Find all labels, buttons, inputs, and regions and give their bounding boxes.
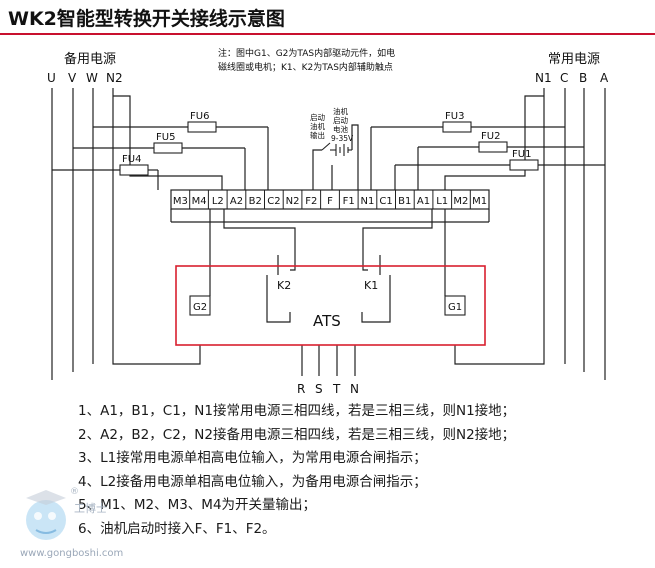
fuse-label-fu3: FU3 (445, 111, 464, 122)
terminal-b2: B2 (249, 196, 262, 207)
note-line-1: 注：图中G1、G2为TAS内部驱动元件，如电 (218, 47, 395, 59)
fuse-fu2 (478, 141, 508, 153)
line-label-v: V (68, 71, 77, 85)
terminal-m2: M2 (453, 196, 468, 207)
note-item-2: 2、A2，B2，C2，N2接备用电源三相四线，若是三相三线，则N2接地； (78, 426, 516, 443)
note-item-1: 1、A1，B1，C1，N1接常用电源三相四线，若是三相三线，则N1接地； (78, 403, 516, 419)
battery-note-4: 9-35V (331, 134, 354, 143)
note-item-4: 4、L2接备用电源单相高电位输入，为备用电源合闸指示； (78, 473, 427, 490)
k2-label: K2 (277, 279, 291, 292)
line-label-w: W (86, 71, 98, 85)
battery-note-3: 电池 (333, 124, 348, 134)
line-label-c: C (560, 71, 568, 85)
k1-label: K1 (364, 279, 378, 292)
generator-switch-icon (321, 142, 331, 151)
terminal-a2: A2 (230, 196, 243, 207)
generator-note-2: 油机 (310, 121, 325, 131)
watermark-text: 工博士 (74, 502, 107, 515)
ats-box (175, 265, 486, 346)
line-label-n2: N2 (106, 71, 123, 85)
fuse-label-fu4: FU4 (122, 154, 141, 165)
left-source-label: 备用电源 (64, 51, 116, 67)
wiring-diagram: 备用电源 常用电源 U V W N2 N1 C B A 注：图中G1、G2为TA… (47, 47, 609, 396)
terminal-m4: M4 (192, 196, 207, 207)
note-item-5: 5、M1、M2、M3、M4为开关量输出； (78, 497, 317, 514)
ats-label: ATS (313, 312, 341, 330)
terminal-c1: C1 (379, 196, 392, 207)
watermark-logo-icon: ® 工博士 (26, 487, 107, 540)
output-label-n: N (350, 382, 359, 396)
output-label-t: T (332, 382, 341, 396)
note-line-2: 磁线圈或电机；K1、K2为TAS内部辅助触点 (218, 61, 393, 73)
watermark-url: www.gongboshi.com (20, 548, 124, 559)
fuse-label-fu1: FU1 (512, 149, 531, 160)
terminal-f2: F2 (305, 196, 317, 207)
line-label-b: B (579, 71, 587, 85)
terminal-n1: N1 (360, 196, 374, 207)
fuse-label-fu6: FU6 (190, 111, 209, 122)
title-underline (0, 33, 655, 35)
watermark-mark: ® (70, 487, 79, 497)
note-item-6: 6、油机启动时接入F、F1、F2。 (78, 520, 276, 537)
output-label-s: S (315, 382, 323, 396)
generator-note-3: 输出 (310, 130, 325, 140)
terminal-c2: C2 (267, 196, 280, 207)
battery-note-2: 启动 (333, 115, 348, 125)
fuse-label-fu2: FU2 (481, 131, 500, 142)
line-label-n1: N1 (535, 71, 552, 85)
g1-box (444, 295, 466, 316)
fuse-fu4 (119, 164, 149, 176)
fuse-fu3 (442, 121, 472, 133)
g2-label: G2 (193, 302, 207, 313)
fuse-fu1 (509, 159, 539, 171)
terminal-a1: A1 (417, 196, 430, 207)
notes-list: 1、A1，B1，C1，N1接常用电源三相四线，若是三相三线，则N1接地； 2、A… (78, 400, 648, 542)
battery-note-1: 油机 (333, 106, 348, 116)
fuse-fu6 (187, 121, 217, 133)
generator-note-1: 启动 (310, 112, 325, 122)
line-label-u: U (47, 71, 56, 85)
g1-label: G1 (448, 302, 462, 313)
page-title: WK2智能型转换开关接线示意图 (8, 8, 285, 30)
fuse-label-fu5: FU5 (156, 132, 175, 143)
terminal-l1: L1 (436, 196, 448, 207)
output-label-r: R (297, 382, 305, 396)
terminal-m1: M1 (472, 196, 487, 207)
note-item-3: 3、L1接常用电源单相高电位输入，为常用电源合闸指示； (78, 450, 427, 467)
terminal-b1: B1 (398, 196, 411, 207)
terminal-f: F (327, 196, 333, 207)
line-label-a: A (600, 71, 609, 85)
terminal-m3: M3 (173, 196, 188, 207)
terminal-f1: F1 (343, 196, 355, 207)
fuse-fu5 (153, 142, 183, 154)
terminal-n2: N2 (286, 196, 300, 207)
right-source-label: 常用电源 (548, 52, 600, 67)
g2-box (189, 295, 211, 316)
terminal-l2: L2 (212, 196, 224, 207)
